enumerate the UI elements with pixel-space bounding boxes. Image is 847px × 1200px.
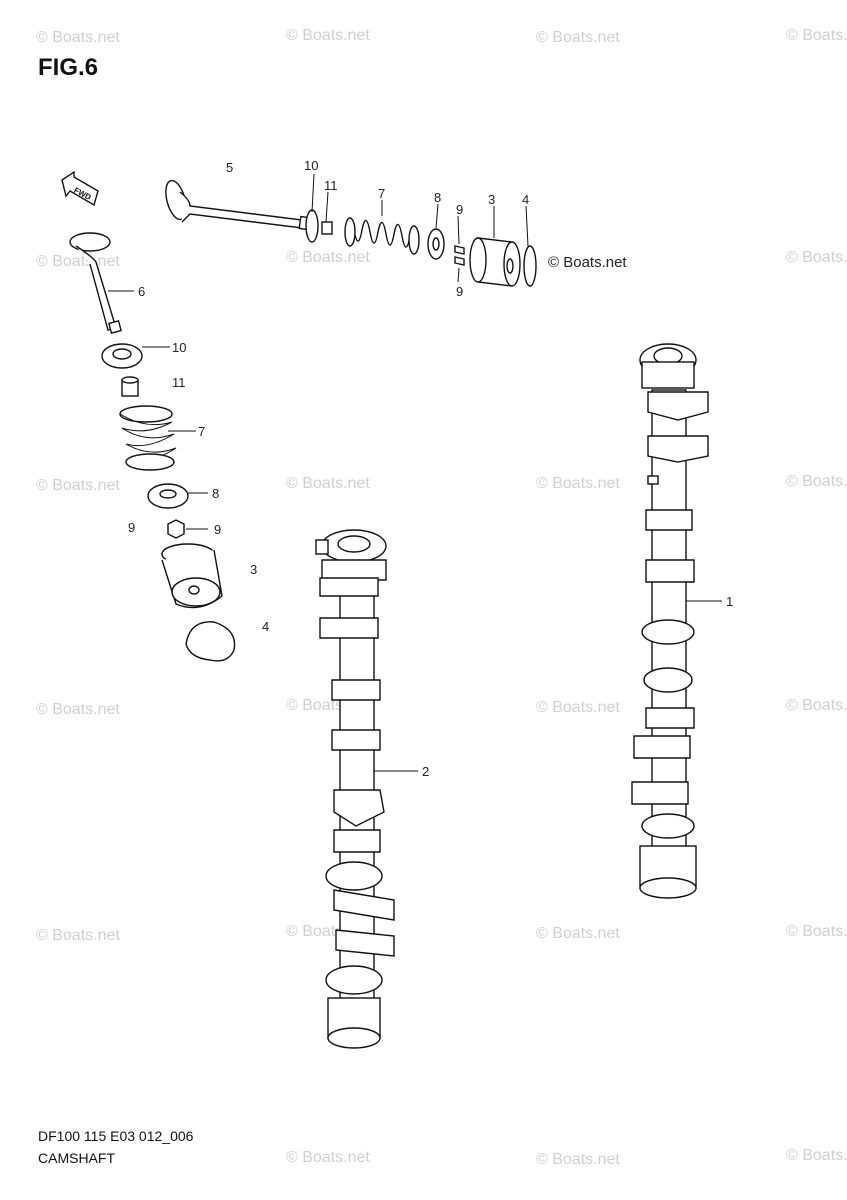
watermark: © Boats.net xyxy=(536,475,620,492)
part-label-10: 10 xyxy=(304,158,318,173)
valve-seal-icon xyxy=(121,376,139,397)
valve-retainer-icon xyxy=(101,343,143,369)
part-label-10: 10 xyxy=(172,340,186,355)
valve-assembly-left xyxy=(69,232,236,662)
diagram-code: DF100 115 E03 012_006 xyxy=(38,1128,194,1144)
part-label-8: 8 xyxy=(212,486,219,501)
tappet-shim-icon xyxy=(523,245,537,287)
valve-tappet-icon xyxy=(469,237,521,287)
part-label-4: 4 xyxy=(262,619,269,634)
fwd-arrow-icon: FWD xyxy=(61,170,99,207)
watermark: © Boats.net xyxy=(786,923,847,940)
part-label-3: 3 xyxy=(488,192,495,207)
watermark: © Boats.net xyxy=(286,249,370,266)
valve-assembly-top: © Boats.net xyxy=(165,179,627,287)
part-label-7: 7 xyxy=(198,424,205,439)
part-label-9: 9 xyxy=(456,202,463,217)
part-label-4: 4 xyxy=(522,192,529,207)
part-label-5: 5 xyxy=(226,160,233,175)
watermark: © Boats.net xyxy=(286,475,370,492)
part-label-11: 11 xyxy=(324,178,338,193)
watermark: © Boats.net xyxy=(36,29,120,46)
valve-spring-icon xyxy=(344,217,420,255)
valve-cotter-icon xyxy=(167,519,185,539)
valve-cotter-icon xyxy=(454,245,465,255)
watermark: © Boats.net xyxy=(36,701,120,718)
diagram-name: CAMSHAFT xyxy=(38,1150,115,1166)
watermark: © Boats.net xyxy=(786,1147,847,1164)
part-label-8: 8 xyxy=(434,190,441,205)
valve-retainer-icon xyxy=(305,209,319,243)
valve-spring-icon xyxy=(119,405,177,471)
part-label-3: 3 xyxy=(250,562,257,577)
part-label-11: 11 xyxy=(172,375,186,390)
leader-lines xyxy=(108,173,722,772)
watermark: © Boats.net xyxy=(36,477,120,494)
valve-seal-icon xyxy=(321,221,333,235)
spring-seat-icon xyxy=(147,483,189,509)
camshaft-2-icon xyxy=(315,529,395,1049)
watermark: © Boats.net xyxy=(786,473,847,490)
tappet-shim-icon xyxy=(185,621,236,662)
part-label-7: 7 xyxy=(378,186,385,201)
camshaft-1-icon xyxy=(631,343,709,899)
part-label-6: 6 xyxy=(138,284,145,299)
part-label-9: 9 xyxy=(214,522,221,537)
watermark: © Boats.net xyxy=(786,27,847,44)
watermark: © Boats.net xyxy=(286,27,370,44)
part-label-1: 1 xyxy=(726,594,733,609)
watermark: © Boats.net xyxy=(286,1149,370,1166)
watermark: © Boats.net xyxy=(536,699,620,716)
part-label-9: 9 xyxy=(456,284,463,299)
intake-valve-icon xyxy=(165,179,310,231)
watermark: © Boats.net xyxy=(786,697,847,714)
figure-title: FIG.6 xyxy=(38,54,99,81)
watermark: © Boats.net xyxy=(786,249,847,266)
exhaust-valve-icon xyxy=(69,232,122,334)
part-label-2: 2 xyxy=(422,764,429,779)
watermark-inline: © Boats.net xyxy=(548,254,627,271)
watermark: © Boats.net xyxy=(36,253,120,270)
watermark: © Boats.net xyxy=(536,1151,620,1168)
part-number-labels: 5 10 11 7 8 9 9 3 4 6 10 11 7 8 9 9 3 4 … xyxy=(128,158,733,779)
watermark: © Boats.net xyxy=(536,925,620,942)
watermark: © Boats.net xyxy=(36,927,120,944)
valve-tappet-icon xyxy=(161,543,223,609)
watermark: © Boats.net xyxy=(536,29,620,46)
valve-cotter-icon xyxy=(454,256,465,266)
part-label-9: 9 xyxy=(128,520,135,535)
